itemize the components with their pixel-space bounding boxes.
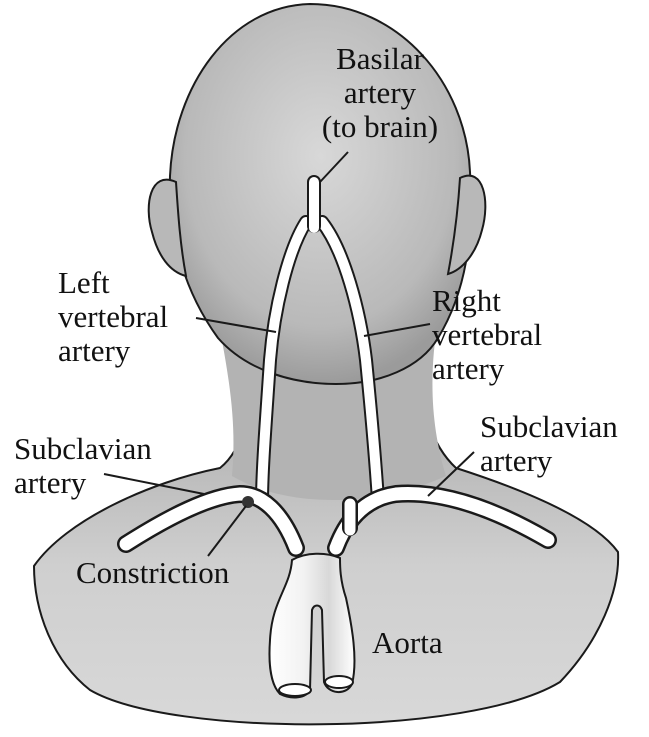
left-subclavian-label-line1: Subclavian — [14, 432, 152, 466]
right-vertebral-label: Right vertebral artery — [432, 284, 542, 386]
basilar-label-line1: Basilar — [300, 42, 460, 76]
left-vertebral-label-line2: vertebral — [58, 300, 168, 334]
basilar-label-line2: artery — [300, 76, 460, 110]
basilar-label: Basilar artery (to brain) — [300, 42, 460, 144]
aorta-left-opening — [279, 684, 311, 696]
right-vertebral-label-line3: artery — [432, 352, 542, 386]
constriction-mark — [242, 496, 254, 508]
left-subclavian-label-line2: artery — [14, 466, 152, 500]
constriction-label: Constriction — [76, 556, 229, 590]
right-vertebral-label-line2: vertebral — [432, 318, 542, 352]
right-subclavian-label-line1: Subclavian — [480, 410, 618, 444]
right-subclavian-label: Subclavian artery — [480, 410, 618, 478]
basilar-label-line3: (to brain) — [300, 110, 460, 144]
aorta-label: Aorta — [372, 626, 443, 660]
left-vertebral-label-line1: Left — [58, 266, 168, 300]
aorta-right-opening — [325, 676, 353, 688]
right-vertebral-label-line1: Right — [432, 284, 542, 318]
left-vertebral-label-line3: artery — [58, 334, 168, 368]
left-subclavian-label: Subclavian artery — [14, 432, 152, 500]
right-subclavian-label-line2: artery — [480, 444, 618, 478]
left-vertebral-label: Left vertebral artery — [58, 266, 168, 368]
